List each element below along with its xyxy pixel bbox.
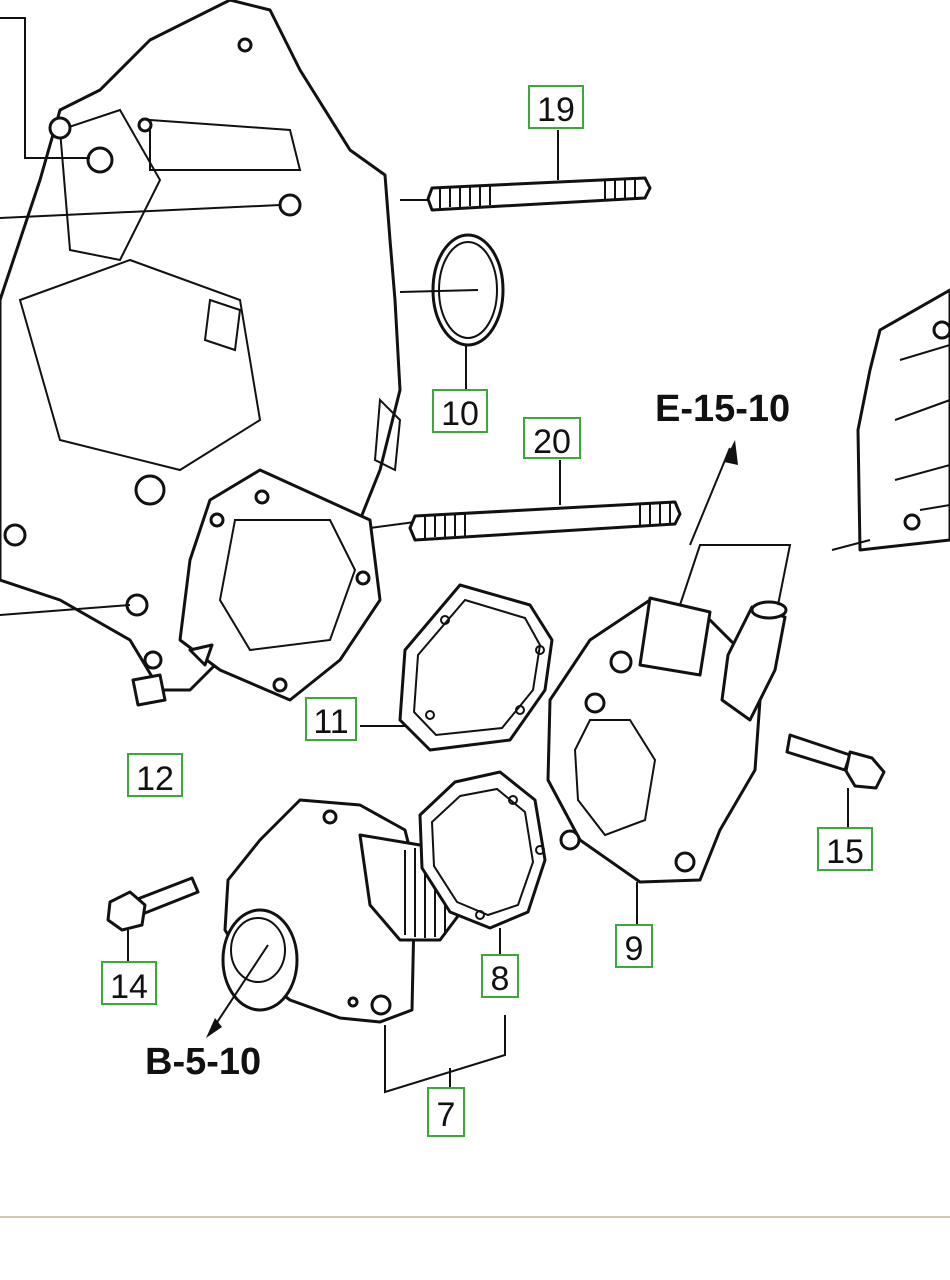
bolt-right (785, 733, 886, 828)
svg-text:14: 14 (110, 968, 148, 1006)
svg-text:12: 12 (136, 760, 174, 798)
callout-20[interactable]: 20 (523, 417, 581, 461)
bolt-left (106, 876, 200, 962)
callout-14[interactable]: 14 (101, 961, 157, 1006)
callout-11[interactable]: 11 (305, 697, 357, 741)
svg-text:8: 8 (491, 960, 510, 998)
svg-text:11: 11 (313, 703, 348, 741)
callout-8[interactable]: 8 (481, 954, 519, 998)
footer-divider (0, 1216, 950, 1218)
reference-lower[interactable]: B-5-10 (145, 1041, 261, 1083)
svg-text:9: 9 (625, 930, 644, 968)
svg-text:19: 19 (537, 91, 575, 129)
svg-text:10: 10 (441, 395, 479, 433)
callout-12[interactable]: 12 (127, 753, 183, 798)
callout-9[interactable]: 9 (615, 924, 653, 968)
partial-assembly-right (831, 288, 950, 552)
o-ring (399, 233, 505, 390)
svg-text:15: 15 (826, 833, 864, 871)
callout-19[interactable]: 19 (528, 85, 584, 129)
svg-text:20: 20 (533, 423, 571, 461)
callout-15[interactable]: 15 (817, 827, 873, 871)
stud-bolt-upper (400, 130, 652, 212)
reference-upper[interactable]: E-15-10 (655, 388, 790, 430)
callout-7[interactable]: 7 (427, 1087, 465, 1137)
callout-10[interactable]: 10 (432, 389, 488, 433)
svg-text:7: 7 (437, 1096, 456, 1134)
thermostat-housing (546, 440, 792, 925)
gasket-ring (418, 770, 547, 955)
engine-housing (0, 0, 402, 707)
stud-bolt-lower (369, 460, 682, 542)
gasket (360, 583, 554, 752)
